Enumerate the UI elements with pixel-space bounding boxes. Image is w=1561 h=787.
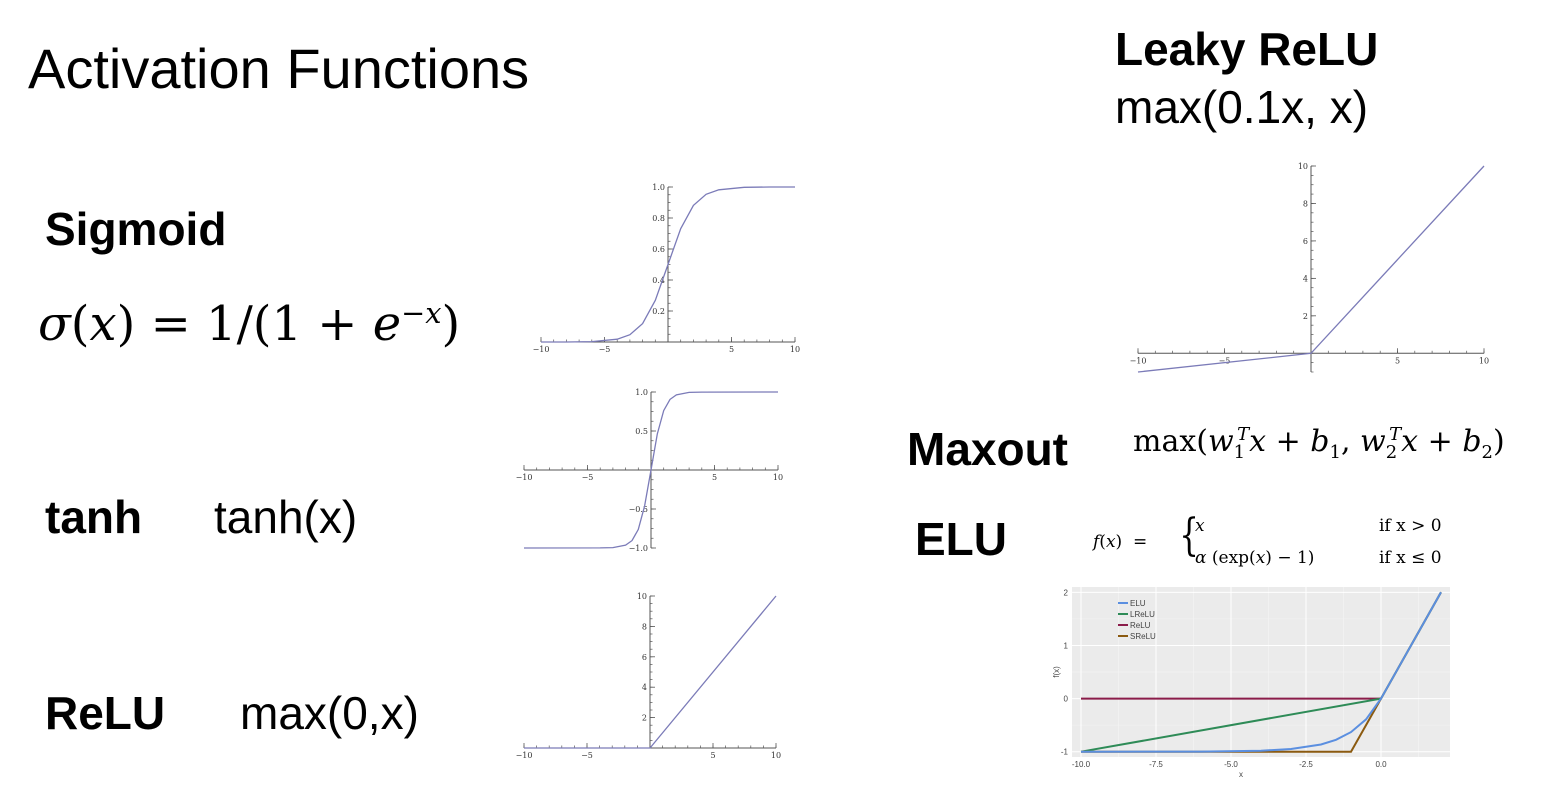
series-line-elu xyxy=(1080,591,1442,753)
x-tick-label: 5 xyxy=(712,473,717,482)
y-tick-label: 2 xyxy=(1303,312,1308,321)
x-tick-label: 10 xyxy=(771,751,781,760)
x-tick-label: 0.0 xyxy=(1375,760,1387,769)
tanh-heading: tanh xyxy=(45,491,143,543)
y-tick-label: 0.8 xyxy=(652,214,665,223)
y-tick-label: 6 xyxy=(1303,237,1308,246)
relu-heading: ReLU xyxy=(45,687,166,739)
function-curve xyxy=(523,391,779,549)
sigmoid-heading: Sigmoid xyxy=(45,203,227,255)
function-curve xyxy=(524,595,777,749)
y-tick-label: 0.5 xyxy=(635,427,648,436)
elu-case2-condition: if x ≤ 0 xyxy=(1379,548,1442,568)
legend-label: ReLU xyxy=(1130,621,1151,630)
y-tick-label: 2 xyxy=(1064,588,1069,597)
elu-plot: -10.0 -7.5 -5.0 -2.5 0.0 -1 0 1 2 x f(x) ELU LReLU Re… xyxy=(1052,587,1450,779)
x-tick-label: 10 xyxy=(773,473,783,482)
x-tick-label: 5 xyxy=(710,751,715,760)
maxout-heading: Maxout xyxy=(907,423,1068,475)
elu-heading: ELU xyxy=(915,513,1007,565)
y-tick-label: -1 xyxy=(1061,748,1069,757)
elu-case1-condition: if x > 0 xyxy=(1379,516,1442,536)
x-tick-label: 5 xyxy=(1395,356,1400,365)
x-tick-label: 5 xyxy=(729,345,734,354)
tanh-formula: tanh(x) xyxy=(214,491,358,543)
y-tick-label: 4 xyxy=(1303,274,1308,283)
y-tick-label: 0.2 xyxy=(652,307,665,316)
x-tick-label: 10 xyxy=(1479,356,1489,365)
relu-formula: max(0,x) xyxy=(240,687,419,739)
tanh-plot: −10 −5 5 10 −1.0 −0.5 0.5 1.0 xyxy=(516,388,784,553)
y-tick-label: 1 xyxy=(1064,641,1069,650)
y-tick-label: 0 xyxy=(1064,695,1069,704)
y-tick-label: −1.0 xyxy=(629,544,648,553)
x-tick-label: -10.0 xyxy=(1072,760,1091,769)
y-tick-label: 8 xyxy=(1303,199,1308,208)
x-tick-label: −5 xyxy=(581,751,593,760)
y-tick-label: 10 xyxy=(637,592,647,601)
y-axis-label: f(x) xyxy=(1052,666,1061,678)
legend-label: ELU xyxy=(1130,599,1146,608)
function-curve xyxy=(541,186,795,343)
x-tick-label: −10 xyxy=(533,345,550,354)
leaky-relu-formula: max(0.1x, x) xyxy=(1115,81,1369,133)
leaky-relu-plot: −10 −5 5 10 2 4 6 8 10 xyxy=(1130,162,1489,373)
x-axis-label: x xyxy=(1239,770,1243,779)
sigmoid-plot: −10 −5 5 10 0.2 0.4 0.6 0.8 1.0 xyxy=(533,183,801,354)
y-tick-label: 1.0 xyxy=(652,183,665,192)
y-tick-label: 4 xyxy=(642,683,647,692)
y-tick-label: 1.0 xyxy=(635,388,648,397)
x-tick-label: −10 xyxy=(1130,356,1147,365)
x-tick-label: -2.5 xyxy=(1299,760,1313,769)
x-tick-label: −5 xyxy=(582,473,594,482)
y-tick-label: 8 xyxy=(642,622,647,631)
y-tick-label: 0.6 xyxy=(652,245,665,254)
x-tick-label: −5 xyxy=(599,345,611,354)
x-tick-label: -7.5 xyxy=(1149,760,1163,769)
x-tick-label: −5 xyxy=(1219,356,1231,365)
legend-label: SReLU xyxy=(1130,632,1156,641)
function-curve xyxy=(1137,165,1485,373)
legend-label: LReLU xyxy=(1130,610,1155,619)
x-tick-label: −10 xyxy=(516,473,533,482)
x-tick-label: 10 xyxy=(790,345,800,354)
leaky-relu-heading: Leaky ReLU xyxy=(1115,23,1379,75)
y-tick-label: 10 xyxy=(1298,162,1308,171)
x-tick-label: -5.0 xyxy=(1224,760,1238,769)
page-title: Activation Functions xyxy=(28,37,530,100)
y-tick-label: 0.4 xyxy=(652,276,665,285)
sigmoid-formula: σ(x) = 1/(1 + e−x) xyxy=(38,296,461,352)
y-tick-label: −0.5 xyxy=(629,505,648,514)
maxout-formula: max(w1Tx + b1, w2Tx + b2) xyxy=(1133,424,1505,463)
x-tick-label: −10 xyxy=(516,751,533,760)
y-tick-label: 2 xyxy=(642,714,647,723)
relu-plot: −10 −5 5 10 2 4 6 8 10 xyxy=(516,592,782,760)
y-tick-label: 6 xyxy=(642,653,647,662)
